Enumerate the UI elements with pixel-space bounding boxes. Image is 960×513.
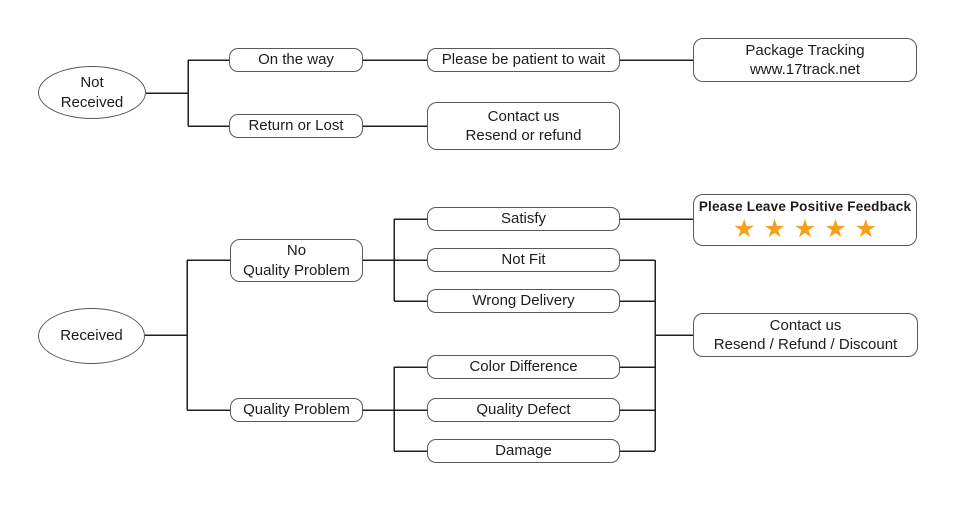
node-not-received: Not Received xyxy=(38,66,146,119)
node-label: Received xyxy=(60,93,124,111)
tracking-url: www.17track.net xyxy=(749,61,861,78)
node-label: Quality Defect xyxy=(476,401,571,419)
node-label: Wrong Delivery xyxy=(472,292,575,310)
node-on-the-way: On the way xyxy=(229,48,363,72)
node-label: On the way xyxy=(258,51,334,69)
node-label: Quality Problem xyxy=(243,261,350,279)
node-label: Resend / Refund / Discount xyxy=(713,336,898,353)
node-label: Contact us xyxy=(487,107,560,125)
node-label: Damage xyxy=(495,442,552,460)
node-no-quality-problem: No Quality Problem xyxy=(230,239,363,282)
node-label: No xyxy=(286,242,307,259)
node-quality-problem: Quality Problem xyxy=(230,398,363,422)
node-return-or-lost: Return or Lost xyxy=(229,114,363,138)
node-label: Satisfy xyxy=(500,210,546,228)
node-quality-defect: Quality Defect xyxy=(427,398,620,422)
node-wrong-delivery: Wrong Delivery xyxy=(427,289,620,313)
node-package-tracking: Package Tracking www.17track.net xyxy=(693,38,917,82)
node-label: Package Tracking xyxy=(745,41,865,59)
node-label: Please be patient to wait xyxy=(441,51,606,69)
node-label: Quality Problem xyxy=(243,401,350,419)
node-label: Return or Lost xyxy=(248,117,344,135)
node-label: Contact us xyxy=(769,316,842,334)
five-star-rating-icon: ★★★★★ xyxy=(732,215,886,244)
node-please-be-patient: Please be patient to wait xyxy=(427,48,620,72)
node-label: Please Leave Positive Feedback xyxy=(698,198,912,214)
node-contact-resend-refund-discount: Contact us Resend / Refund / Discount xyxy=(693,313,918,357)
node-received: Received xyxy=(38,308,145,364)
node-color-difference: Color Difference xyxy=(427,355,620,379)
node-label: Received xyxy=(60,327,123,345)
node-not-fit: Not Fit xyxy=(427,248,620,272)
node-contact-resend-refund: Contact us Resend or refund xyxy=(427,102,620,150)
node-label: Not xyxy=(80,74,104,91)
node-label: Not Fit xyxy=(501,251,546,269)
node-label: Color Difference xyxy=(469,358,578,376)
node-satisfy: Satisfy xyxy=(427,207,620,231)
node-label: Resend or refund xyxy=(465,127,582,144)
node-damage: Damage xyxy=(427,439,620,463)
node-positive-feedback: Please Leave Positive Feedback ★★★★★ xyxy=(693,194,917,246)
